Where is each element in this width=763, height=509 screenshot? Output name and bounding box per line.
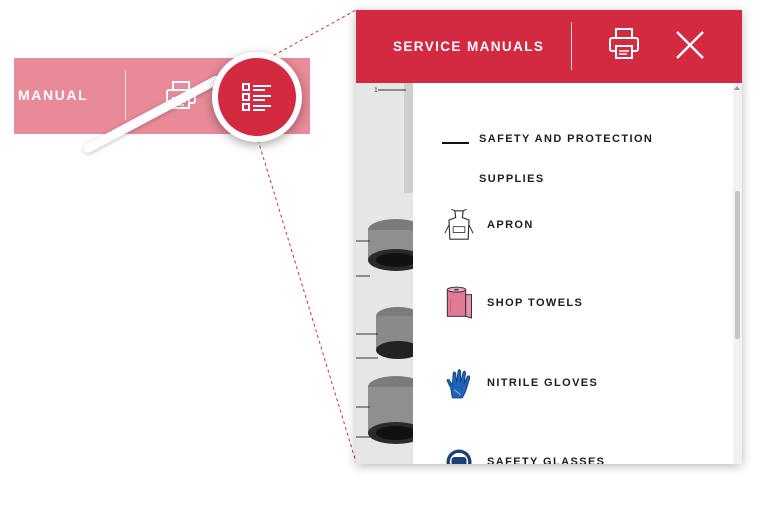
panel-header: SERVICE MANUALS	[356, 10, 742, 83]
scroll-up-arrow-icon[interactable]	[734, 86, 740, 90]
section-heading: SAFETY AND PROTECTION SUPPLIES	[413, 105, 733, 185]
section-heading-line	[442, 142, 469, 144]
list-item-apron[interactable]: APRON	[413, 205, 733, 245]
section-heading-label: SAFETY AND PROTECTION SUPPLIES	[479, 133, 654, 185]
paper-towel-roll-icon	[446, 286, 472, 319]
list-checklist-icon[interactable]	[240, 80, 274, 114]
nitrile-glove-icon	[446, 369, 471, 399]
apron-icon	[444, 208, 474, 240]
scrollbar-thumb[interactable]	[735, 191, 740, 339]
safety-glasses-icon	[446, 449, 472, 464]
print-button[interactable]	[606, 26, 642, 62]
list-item-label: APRON	[487, 219, 534, 231]
supplies-list: SAFETY AND PROTECTION SUPPLIES APRON	[413, 83, 733, 464]
list-scrollbar[interactable]	[733, 83, 742, 464]
list-item-label: SHOP TOWELS	[487, 297, 584, 309]
panel-header-divider	[571, 22, 572, 70]
magnifier-lens	[212, 52, 302, 142]
service-manuals-panel: SERVICE MANUALS	[356, 10, 742, 464]
background-toolbar-title: MANUAL	[18, 87, 89, 103]
panel-title: SERVICE MANUALS	[393, 39, 545, 54]
manual-diagram-preview: 1	[356, 83, 413, 464]
list-item-label: NITRILE GLOVES	[487, 377, 599, 389]
svg-text:1: 1	[374, 87, 378, 94]
background-toolbar-divider	[125, 70, 126, 120]
list-item-label: SAFETY GLASSES	[487, 456, 606, 464]
close-icon	[676, 31, 704, 59]
close-button[interactable]	[672, 27, 708, 63]
printer-icon	[609, 28, 639, 59]
list-item-shop-towels[interactable]: SHOP TOWELS	[413, 283, 733, 323]
list-item-safety-glasses[interactable]: SAFETY GLASSES	[413, 442, 733, 464]
list-item-nitrile-gloves[interactable]: NITRILE GLOVES	[413, 363, 733, 403]
